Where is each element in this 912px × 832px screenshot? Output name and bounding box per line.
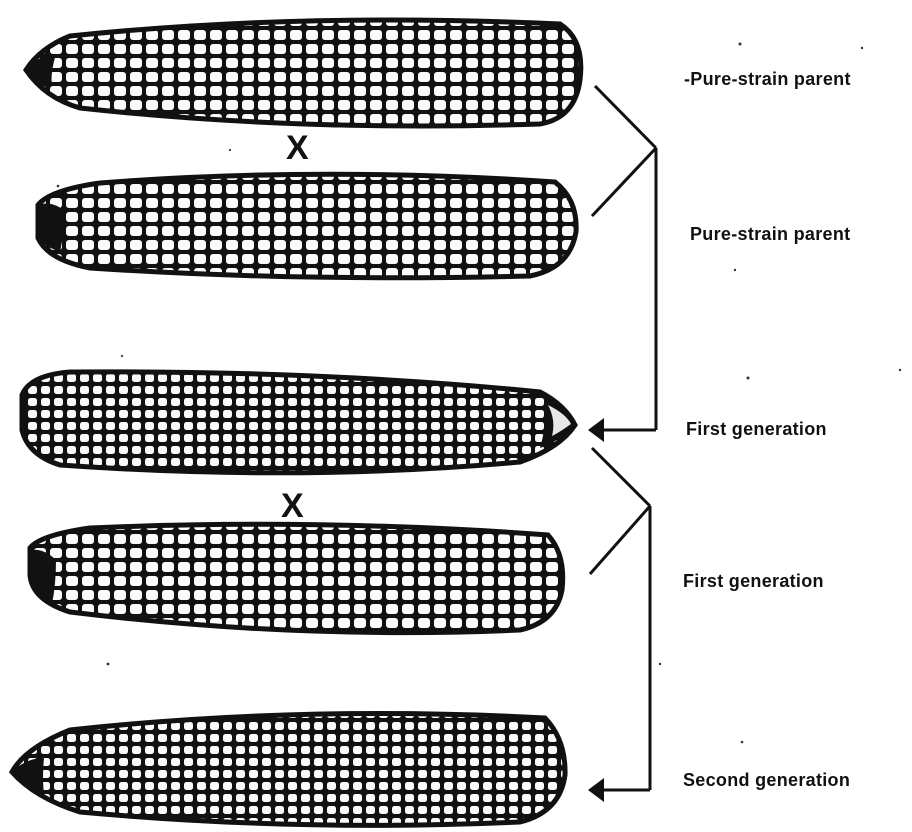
cross-symbol-2: X <box>281 489 304 523</box>
arrow-to-first-generation <box>588 418 604 442</box>
label-pure-parent-1: -Pure-strain parent <box>684 69 851 90</box>
label-pure-parent-2: Pure-strain parent <box>690 224 850 245</box>
label-second-generation: Second generation <box>683 770 850 791</box>
lower-bracket <box>590 448 650 790</box>
ear-first-generation-1 <box>22 372 576 473</box>
ear-pure-parent-1 <box>26 20 581 126</box>
upper-bracket <box>592 86 656 430</box>
ear-pure-parent-2 <box>38 174 576 278</box>
ear-second-generation <box>12 714 565 826</box>
label-first-generation-1: First generation <box>686 419 827 440</box>
cross-symbol-1: X <box>286 131 309 165</box>
ear-first-generation-2 <box>30 524 563 632</box>
arrow-to-second-generation <box>588 778 604 802</box>
label-first-generation-2: First generation <box>683 571 824 592</box>
